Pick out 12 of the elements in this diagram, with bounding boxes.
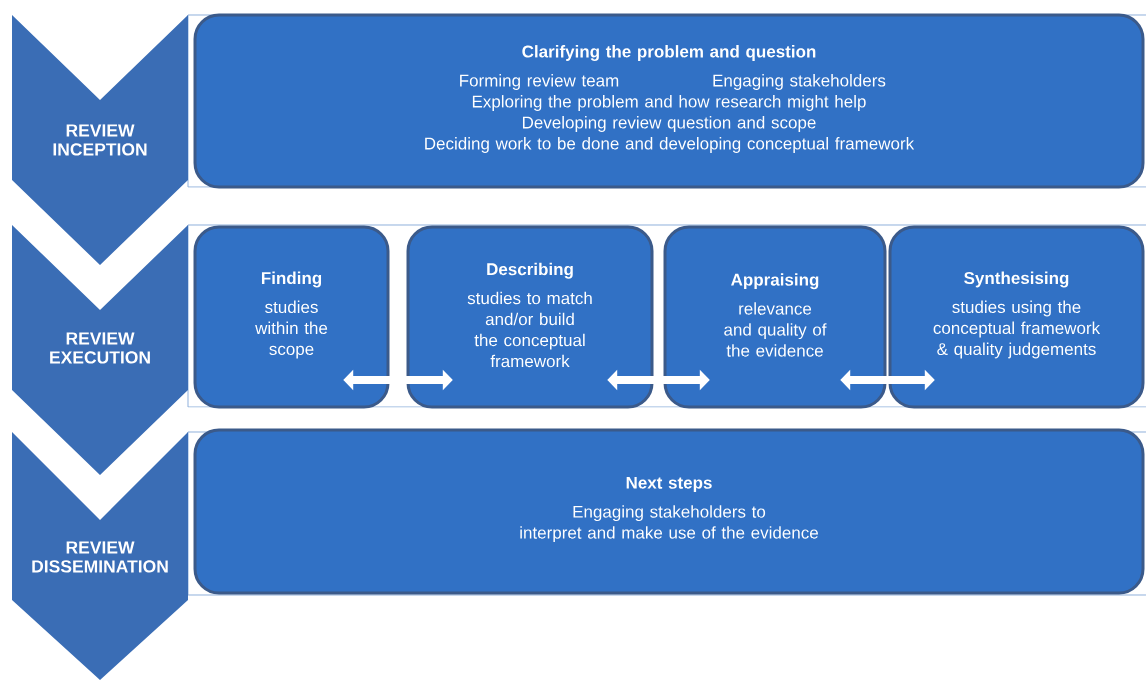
stage-box: Synthesising studies using the conceptual framework & quality judgements (888, 225, 1145, 409)
stage-box: Clarifying the problem and question Forming review team Engaging stakeholders Exploring the problem and how research might help Developing review question and scope Deciding work to be done and developing conceptual framework (193, 13, 1145, 189)
double-arrow (840, 369, 935, 391)
stage-box: Appraising relevance and quality of the evidence (663, 225, 887, 409)
double-arrow (343, 369, 453, 391)
phase-banner: REVIEW EXECUTION (12, 225, 188, 475)
phase-banner: REVIEW INCEPTION (12, 15, 188, 265)
phase-banner: REVIEW DISSEMINATION (12, 432, 188, 680)
double-arrow (607, 369, 710, 391)
stage-box: Describing studies to match and/or build the conceptual framework (406, 225, 654, 409)
stage-box: Next steps Engaging stakeholders to interpret and make use of the evidence (193, 428, 1145, 595)
stage-box: Finding studies within the scope (193, 225, 390, 409)
